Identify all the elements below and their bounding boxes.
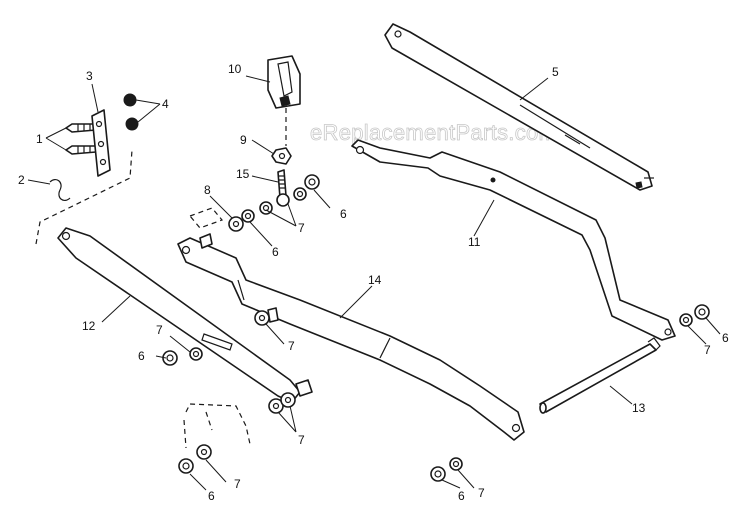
callout-6b: 6 — [272, 245, 279, 259]
part-10-clevis — [267, 55, 301, 146]
callout-9: 9 — [240, 133, 247, 147]
callout-6e: 6 — [458, 489, 465, 503]
callout-11: 11 — [468, 235, 481, 249]
part-4-nuts — [123, 93, 139, 131]
callout-10: 10 — [228, 62, 242, 76]
part-14-cranked-arm — [177, 233, 525, 441]
callout-7d: 7 — [298, 433, 305, 447]
callout-7a: 7 — [298, 221, 305, 235]
callout-13: 13 — [632, 401, 646, 415]
assembly-dashed-lines — [35, 149, 251, 449]
callout-2: 2 — [18, 173, 25, 187]
callout-7g: 7 — [704, 343, 711, 357]
part-11-cranked-arm — [351, 139, 676, 341]
callout-4: 4 — [162, 97, 169, 111]
callout-1: 1 — [36, 132, 43, 146]
callout-labels: 1 2 3 4 5 10 9 15 8 7 6 6 11 14 12 7 6 7… — [18, 62, 729, 503]
watermark: eReplacementParts.com — [310, 120, 557, 145]
part-5-lift-arm — [384, 23, 654, 191]
callout-7e: 7 — [234, 477, 241, 491]
part-1-bolts — [65, 123, 97, 155]
callout-8: 8 — [204, 183, 211, 197]
part-12-link-bar — [57, 227, 313, 403]
callout-15: 15 — [236, 167, 250, 181]
callout-7b: 7 — [156, 323, 163, 337]
part-9-nut — [271, 147, 292, 165]
callout-6a: 6 — [340, 207, 347, 221]
callout-3: 3 — [86, 69, 93, 83]
callout-5: 5 — [552, 65, 559, 79]
leader-lines — [27, 75, 721, 491]
part-13-cross-shaft — [539, 337, 661, 414]
callout-12: 12 — [82, 319, 96, 333]
part-15-bolt — [276, 169, 290, 207]
callout-14: 14 — [368, 273, 382, 287]
callout-6c: 6 — [138, 349, 145, 363]
callout-7f: 7 — [478, 486, 485, 500]
washers-and-clips — [162, 174, 710, 482]
part-3-plate — [91, 109, 111, 177]
callout-7c: 7 — [288, 339, 295, 353]
callout-6d: 6 — [208, 489, 215, 503]
callout-6f: 6 — [722, 331, 729, 345]
part-2-clip — [49, 178, 71, 202]
